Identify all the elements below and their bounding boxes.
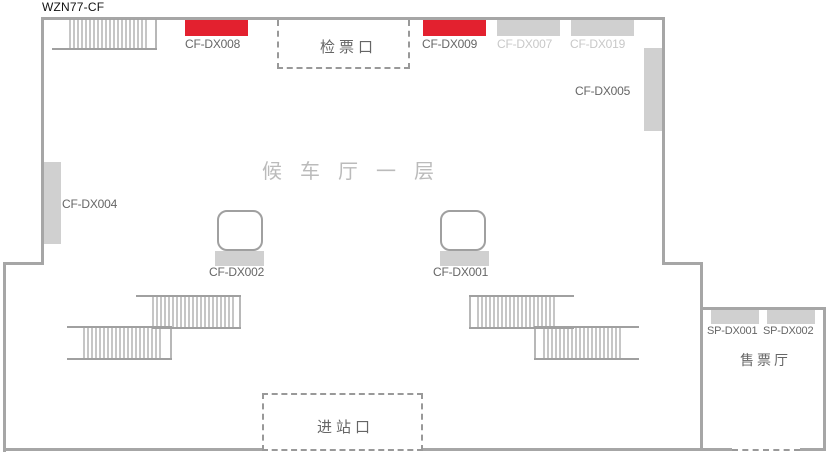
device-cf-dx008[interactable]: [185, 20, 248, 36]
vending-machine-cf-dx001[interactable]: [440, 210, 486, 251]
device-label-cf-dx001: CF-DX001: [433, 265, 489, 279]
wall-left-step: [3, 262, 44, 265]
wall-right-upper: [662, 17, 665, 265]
ticket-office-label: 售票厅: [740, 353, 791, 369]
device-cf-dx001[interactable]: [440, 251, 489, 266]
escalator-right-icon: [469, 295, 639, 360]
ticket-check-zone: [277, 20, 410, 69]
ticket-check-label: 检票口: [320, 38, 378, 56]
wall-bottom-left: [6, 448, 262, 451]
device-label-cf-dx007: CF-DX007: [497, 37, 553, 51]
device-label-cf-dx005: CF-DX005: [575, 84, 631, 98]
device-cf-dx002[interactable]: [215, 251, 264, 266]
wall-left-lower: [3, 262, 6, 452]
device-sp-dx001[interactable]: [711, 310, 759, 324]
device-label-sp-dx001: SP-DX001: [707, 325, 758, 337]
wall-left-upper: [41, 17, 44, 265]
wall-right-step: [662, 262, 703, 265]
device-label-sp-dx002: SP-DX002: [763, 325, 814, 337]
ticket-office-wall-top: [700, 307, 826, 310]
vending-machine-cf-dx002[interactable]: [217, 210, 263, 251]
device-cf-dx005[interactable]: [644, 48, 662, 131]
ticket-office-wall-right: [823, 307, 826, 451]
device-sp-dx002[interactable]: [767, 310, 815, 324]
entrance-label: 进站口: [317, 418, 375, 436]
ticket-office-door: [732, 449, 800, 451]
device-label-cf-dx009: CF-DX009: [422, 37, 478, 51]
wall-right-lower: [700, 262, 703, 451]
device-label-cf-dx019: CF-DX019: [570, 37, 626, 51]
stairs-icon: [52, 19, 157, 50]
escalator-left-icon: [67, 295, 241, 360]
entrance-zone: [262, 393, 423, 451]
hall-name-label: 候车厅一层: [262, 159, 452, 183]
station-code-title: WZN77-CF: [42, 0, 105, 14]
device-cf-dx004[interactable]: [44, 162, 61, 244]
device-cf-dx019[interactable]: [571, 20, 634, 36]
device-label-cf-dx008: CF-DX008: [185, 37, 241, 51]
device-label-cf-dx004: CF-DX004: [62, 197, 118, 211]
device-cf-dx007[interactable]: [497, 20, 560, 36]
wall-bottom-right: [423, 448, 732, 451]
device-cf-dx009[interactable]: [423, 20, 486, 36]
wall-top: [41, 17, 665, 20]
device-label-cf-dx002: CF-DX002: [209, 265, 265, 279]
ticket-office-wall-bottom-right: [800, 448, 826, 451]
